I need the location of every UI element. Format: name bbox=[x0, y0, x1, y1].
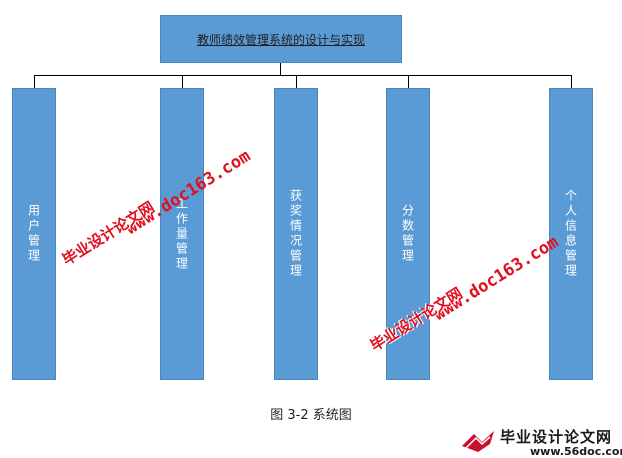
node-user-management: 用户管理 bbox=[12, 88, 56, 380]
logo-ribbon-icon bbox=[462, 431, 494, 452]
node-label: 个人信息管理 bbox=[563, 189, 578, 279]
watermark-site-1: 毕业设计论文网 bbox=[59, 198, 158, 269]
logo-name: 毕业设计论文网 bbox=[500, 428, 613, 446]
figure-caption: 图 3-2 系统图 bbox=[270, 408, 352, 423]
node-personal-info-management: 个人信息管理 bbox=[549, 88, 593, 380]
connector-3 bbox=[296, 75, 297, 88]
watermark-url-2: www.doc163.com bbox=[430, 232, 563, 325]
node-label: 分数管理 bbox=[400, 204, 415, 264]
node-label: 获奖情况管理 bbox=[288, 189, 303, 279]
connector-2 bbox=[182, 75, 183, 88]
connector-4 bbox=[408, 75, 409, 88]
root-connector bbox=[280, 63, 281, 75]
connector-5 bbox=[571, 75, 572, 88]
connector-1 bbox=[34, 75, 35, 88]
node-label: 用户管理 bbox=[26, 204, 41, 264]
node-workload-management: 工作量管理 bbox=[160, 88, 204, 380]
node-label: 工作量管理 bbox=[174, 196, 189, 272]
footer-logo: 毕业设计论文网 www.56doc.com bbox=[460, 424, 622, 458]
root-title: 教师绩效管理系统的设计与实现 bbox=[196, 32, 365, 47]
root-node: 教师绩效管理系统的设计与实现 bbox=[160, 15, 402, 63]
horizontal-bus bbox=[34, 75, 572, 76]
logo-url: www.56doc.com bbox=[530, 445, 622, 458]
node-score-management: 分数管理 bbox=[386, 88, 430, 380]
node-award-management: 获奖情况管理 bbox=[274, 88, 318, 380]
